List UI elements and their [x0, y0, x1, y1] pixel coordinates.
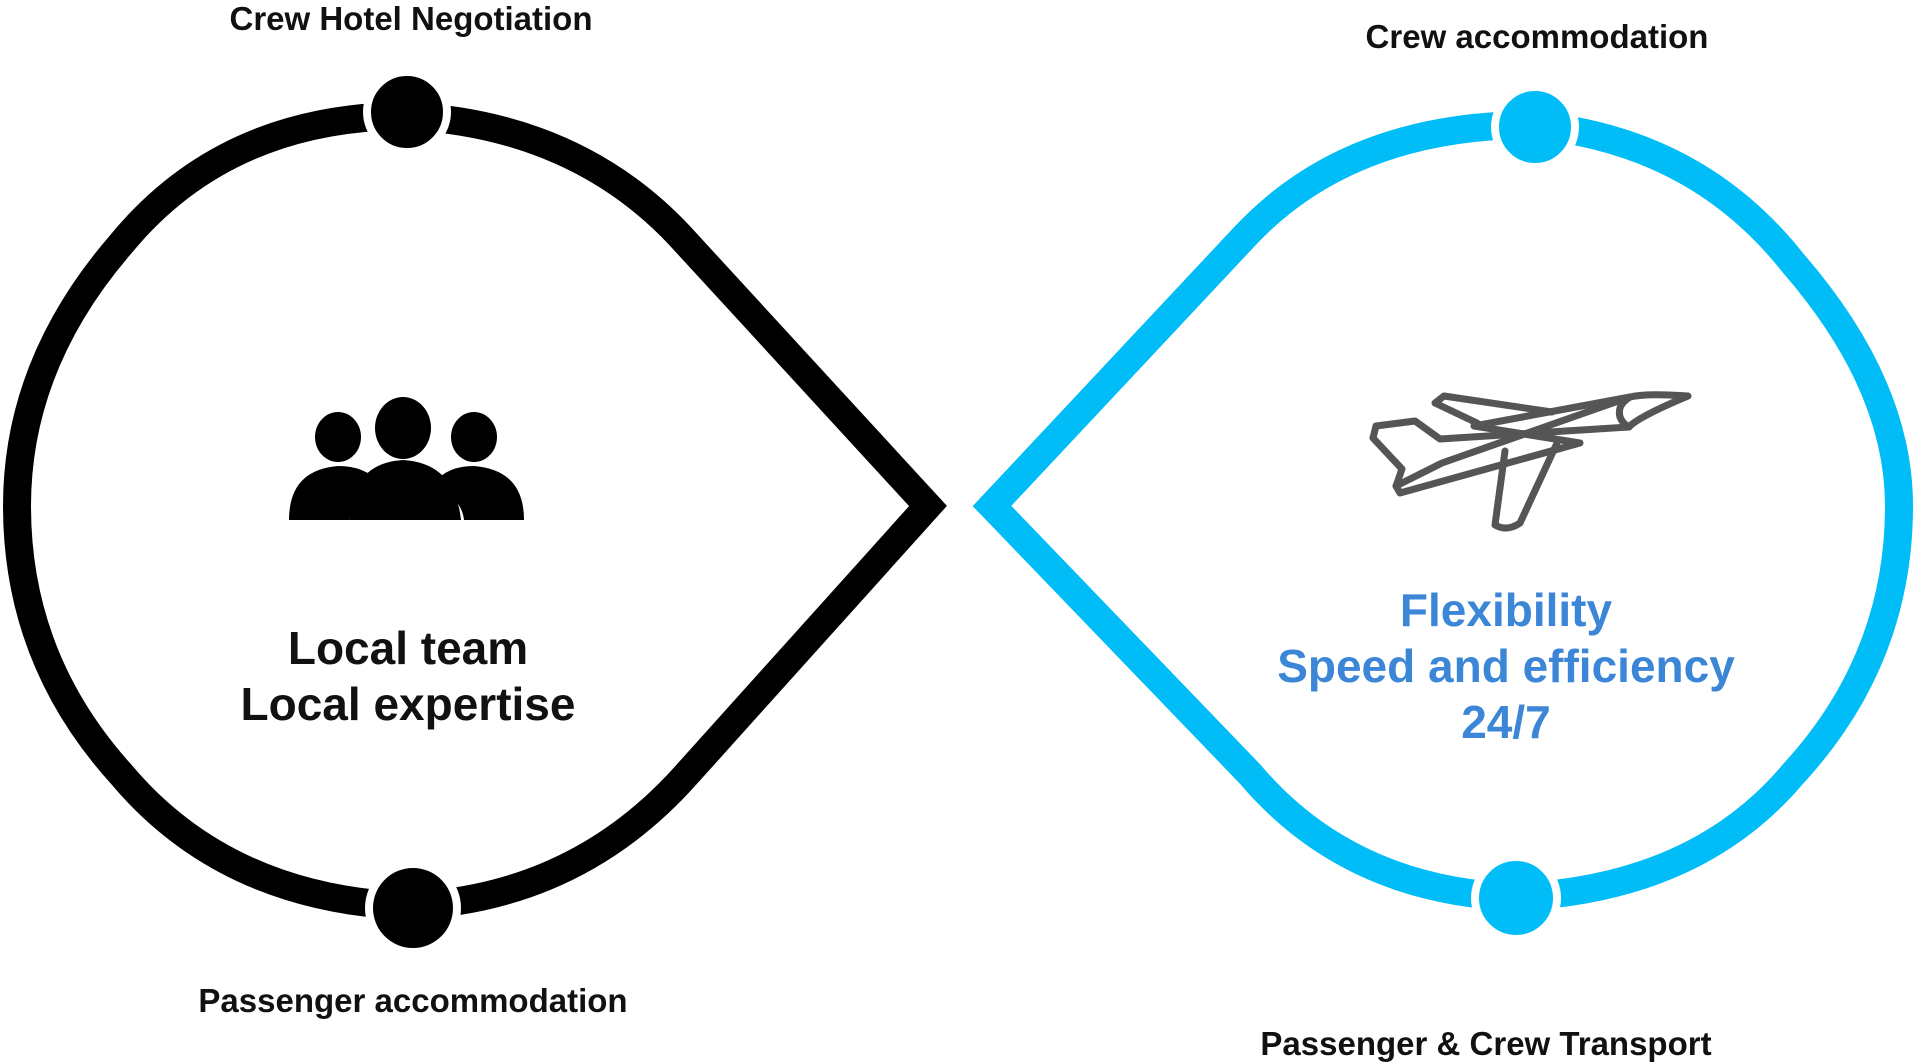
node-label-top-left: Crew Hotel Negotiation	[229, 0, 593, 37]
node-dot-top-left	[363, 68, 451, 156]
right-center-line-3: 24/7	[1461, 696, 1551, 748]
team-people-icon	[289, 397, 524, 520]
right-center-line-2: Speed and efficiency	[1277, 640, 1735, 692]
left-center-line-1: Local team	[287, 622, 529, 674]
left-center-line-2: Local expertise	[240, 678, 576, 730]
node-dot-bottom-left	[365, 860, 461, 956]
right-loop	[972, 110, 1914, 912]
node-dot-bottom-right	[1471, 853, 1561, 943]
right-center-line-1: Flexibility	[1399, 584, 1613, 636]
airplane-icon	[1369, 391, 1692, 532]
left-center-text: Local team Local expertise	[241, 620, 576, 732]
node-label-top-right: Crew accommodation	[1365, 18, 1709, 55]
node-dot-top-right	[1491, 83, 1579, 171]
node-label-bottom-left: Passenger accommodation	[198, 982, 628, 1019]
right-center-text: Flexibility Speed and efficiency 24/7	[1277, 582, 1735, 750]
node-label-bottom-right: Passenger & Crew Transport	[1260, 1025, 1712, 1062]
